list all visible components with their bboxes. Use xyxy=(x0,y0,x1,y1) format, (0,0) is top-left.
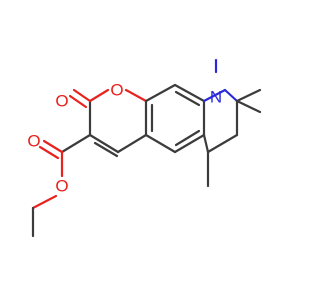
bond-c2-o1 xyxy=(88,88,110,103)
bond-ester-c-o-double xyxy=(42,139,64,154)
bond-c5-c4a xyxy=(144,133,177,154)
bond-ester-c-o-double-2 xyxy=(38,145,60,160)
lactone-carbonyl-bonds xyxy=(68,88,92,109)
bond-c8a-c9 xyxy=(144,83,177,103)
bond-o1-c8a xyxy=(124,88,148,103)
bond-c8-methyl-a xyxy=(235,88,262,103)
bond-c6-c5a xyxy=(202,133,210,154)
bond-c4-c4a xyxy=(116,133,148,154)
bond-c5a-c5 xyxy=(173,133,206,154)
bond-c3-c4 xyxy=(88,133,120,154)
ester-bonds xyxy=(31,133,92,238)
molecule-diagram: O O O O N xyxy=(27,58,262,238)
carbonyl-oxygen-label: O xyxy=(55,92,68,111)
bond-c5a-c5-double xyxy=(174,129,201,147)
benzene-ring-bonds xyxy=(144,83,206,154)
ester-oxygen-label: O xyxy=(55,177,68,196)
bond-c3-ester-c xyxy=(60,133,92,154)
bond-c3-c4-double xyxy=(93,141,119,158)
piperidine-ring-bonds xyxy=(202,88,239,154)
pyranone-ring-bonds xyxy=(88,88,148,158)
ring-oxygen-label: O xyxy=(110,81,123,100)
bond-o-ch2 xyxy=(31,194,58,210)
bond-c2-o-carbonyl-double xyxy=(68,94,88,109)
bond-c9-c9a xyxy=(173,83,206,103)
bond-c7-c6 xyxy=(206,133,239,154)
bond-c9a-n xyxy=(202,88,227,103)
bond-c9-c9a-double xyxy=(174,90,201,107)
methyl-bonds xyxy=(206,58,262,188)
bond-n-c8 xyxy=(223,88,239,103)
bond-c2-o-carbonyl xyxy=(72,88,92,103)
structure-canvas: O O O O N xyxy=(27,58,262,238)
bond-c8-methyl-b xyxy=(235,99,262,114)
ester-carbonyl-oxygen-label: O xyxy=(27,132,40,151)
nitrogen-label: N xyxy=(210,88,222,107)
